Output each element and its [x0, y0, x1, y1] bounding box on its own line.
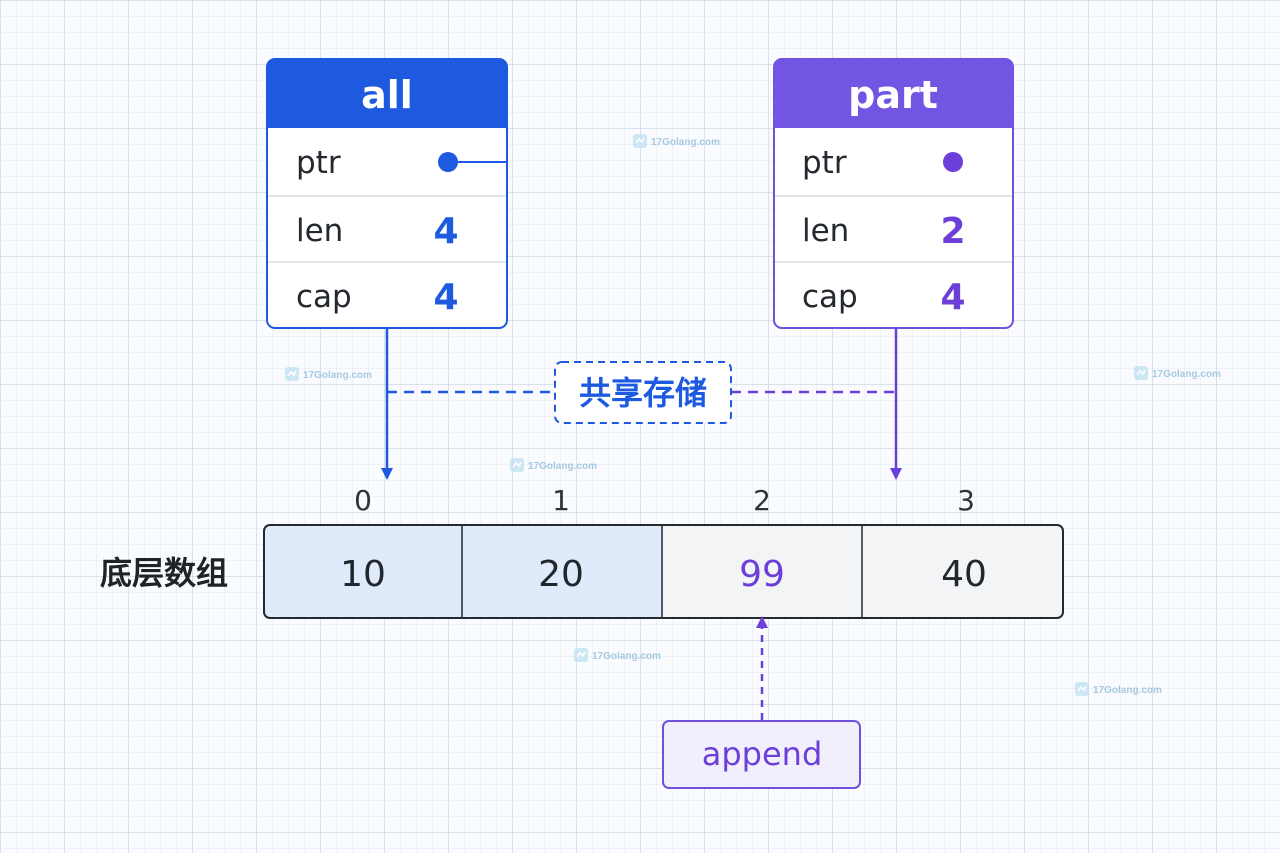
watermark: 17Golang.com [573, 647, 661, 663]
underlying-array-label: 底层数组 [100, 554, 228, 592]
watermark: 17Golang.com [1074, 681, 1162, 697]
svg-text:17Golang.com: 17Golang.com [592, 651, 661, 662]
field-ptr-label: ptr [802, 145, 847, 181]
ptr-dot [438, 152, 458, 172]
svg-text:17Golang.com: 17Golang.com [303, 370, 372, 381]
field-cap-label: cap [802, 279, 858, 315]
array-index: 0 [354, 484, 372, 517]
array-index: 3 [957, 484, 975, 517]
watermark: 17Golang.com [632, 133, 720, 149]
shared-storage-label: 共享存储 [579, 374, 707, 412]
field-ptr-label: ptr [296, 145, 341, 181]
field-len-value: 4 [433, 211, 458, 252]
watermark: 17Golang.com [284, 366, 372, 382]
append-label: append [702, 735, 823, 773]
array-cell-value: 40 [941, 554, 987, 595]
svg-text:17Golang.com: 17Golang.com [651, 137, 720, 148]
svg-text:17Golang.com: 17Golang.com [1152, 369, 1221, 380]
watermark: 17Golang.com [509, 457, 597, 473]
slice-all-title: all [361, 73, 413, 117]
ptr-dot [943, 152, 963, 172]
array-index: 2 [753, 484, 771, 517]
field-len-label: len [296, 213, 343, 249]
append-label-box: append [662, 720, 861, 789]
underlying-array: 10 20 99 40 [263, 524, 1064, 619]
field-cap-label: cap [296, 279, 352, 315]
svg-text:17Golang.com: 17Golang.com [1093, 685, 1162, 696]
svg-text:17Golang.com: 17Golang.com [528, 461, 597, 472]
slice-part-title: part [848, 73, 938, 117]
array-cell-value: 10 [340, 554, 386, 595]
array-cell [863, 525, 1063, 618]
field-cap-value: 4 [940, 277, 965, 318]
array-cell-value-appended: 99 [739, 554, 785, 595]
field-cap-value: 4 [433, 277, 458, 318]
array-index: 1 [552, 484, 570, 517]
array-cell [663, 525, 863, 618]
field-len-label: len [802, 213, 849, 249]
slice-all-box: all ptr len 4 cap 4 [266, 58, 508, 329]
array-cell [264, 525, 463, 618]
shared-storage-label-box: 共享存储 [554, 361, 732, 424]
array-cell [463, 525, 663, 618]
watermark: 17Golang.com [1133, 365, 1221, 381]
field-len-value: 2 [940, 211, 965, 252]
array-cell-value: 20 [538, 554, 584, 595]
slice-part-box: part ptr len 2 cap 4 [773, 58, 1014, 329]
